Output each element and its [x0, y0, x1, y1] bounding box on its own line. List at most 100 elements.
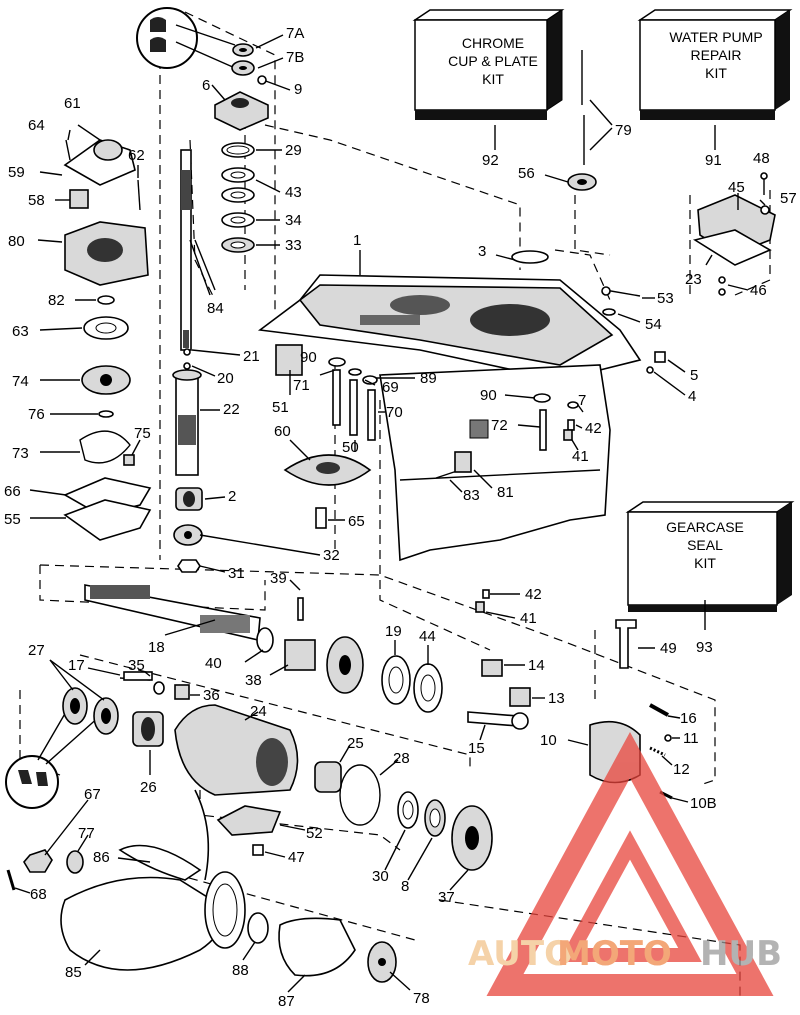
callout-61: 61	[64, 95, 81, 112]
callout-76: 76	[28, 406, 45, 423]
callout-63: 63	[12, 323, 29, 340]
washer-54	[602, 308, 616, 316]
callout-77: 77	[78, 825, 95, 842]
callout-82: 82	[48, 292, 65, 309]
callout-49: 49	[660, 640, 677, 657]
anode-51	[275, 344, 303, 376]
callout-75: 75	[134, 425, 151, 442]
watermark-auto: AUTO	[468, 934, 573, 974]
callout-35: 35	[128, 657, 145, 674]
pin-39	[297, 597, 304, 621]
callout-10b: 10B	[690, 795, 717, 812]
screw-41b	[475, 601, 485, 613]
clutch-dog-38	[284, 639, 316, 671]
callout-42b: 42	[525, 586, 542, 603]
bolt-53	[601, 286, 641, 297]
callout-37: 37	[438, 889, 455, 906]
bearing-housing-6	[214, 91, 269, 131]
callout-7b: 7B	[286, 49, 304, 66]
callout-7a: 7A	[286, 25, 304, 42]
callout-5: 5	[690, 367, 698, 384]
callout-10: 10	[540, 732, 557, 749]
callout-28: 28	[393, 750, 410, 767]
seal-inset-top	[136, 7, 236, 69]
o-ring-76	[98, 410, 114, 418]
callout-15: 15	[468, 740, 485, 757]
washer-44	[413, 663, 443, 713]
chrome-kit-line3: KIT	[482, 71, 504, 87]
bolt-35	[123, 671, 153, 681]
washer-77	[66, 850, 84, 874]
screw-42b	[482, 589, 490, 599]
detent-14	[481, 659, 503, 677]
callout-59: 59	[8, 164, 25, 181]
propshaft-18	[84, 584, 261, 641]
callout-11: 11	[683, 730, 699, 747]
callout-87: 87	[278, 993, 295, 1010]
callout-70: 70	[386, 404, 403, 421]
studs-79	[581, 50, 585, 165]
bearing-33	[221, 237, 255, 253]
gearcase-seal-kit-box: GEARCASE SEAL KIT	[625, 501, 795, 612]
washer-7	[567, 401, 579, 409]
callout-16: 16	[680, 710, 697, 727]
callout-48: 48	[753, 150, 770, 167]
callout-90a: 90	[300, 349, 317, 366]
callout-92: 92	[482, 152, 499, 169]
callout-36: 36	[203, 687, 220, 704]
callout-72: 72	[491, 417, 508, 434]
washer-57	[760, 205, 770, 215]
thrust-bearing-8	[424, 799, 446, 837]
propeller-85	[60, 789, 224, 971]
callout-20: 20	[217, 370, 234, 387]
callout-27: 27	[28, 642, 45, 659]
pump-cover-61	[63, 139, 136, 186]
callout-46: 46	[750, 282, 767, 299]
screw-48	[760, 172, 768, 195]
callout-64: 64	[28, 117, 45, 134]
callout-31: 31	[228, 565, 245, 582]
callout-29: 29	[285, 142, 302, 159]
screw-42a	[567, 419, 575, 431]
callout-32: 32	[323, 547, 340, 564]
callout-90b: 90	[480, 387, 497, 404]
propeller-hub-86	[204, 871, 246, 949]
seal-inset-bottom	[5, 704, 101, 809]
callout-47: 47	[288, 849, 305, 866]
callout-2: 2	[228, 488, 236, 505]
screw-62	[137, 179, 141, 211]
spacer-88	[247, 912, 269, 944]
callout-18: 18	[148, 639, 165, 656]
bearing-56	[567, 173, 597, 191]
callout-26: 26	[140, 779, 157, 796]
callout-22: 22	[223, 401, 240, 418]
screw-4	[646, 366, 654, 374]
callout-numbers: 7A 7B 9 6 29 43 34 33 84 21 20 22 2 32 3…	[4, 25, 797, 1010]
callout-69: 69	[382, 379, 399, 396]
callout-13: 13	[548, 690, 565, 707]
key-75	[123, 454, 135, 466]
bolt-72	[539, 409, 547, 451]
bearing-7b	[231, 60, 255, 76]
callout-56: 56	[518, 165, 535, 182]
screw-9	[257, 75, 291, 91]
thrust-washer-40	[256, 627, 274, 653]
callout-21: 21	[243, 348, 260, 365]
callout-81: 81	[497, 484, 514, 501]
bearing-25	[314, 761, 342, 793]
reverse-gear-37	[451, 805, 493, 871]
washer-89	[362, 375, 378, 385]
washers-90	[328, 357, 551, 403]
water-pump-kit-line2: REPAIR	[690, 47, 741, 63]
shim-30	[397, 791, 419, 829]
callout-39: 39	[270, 570, 287, 587]
impeller-74	[81, 365, 131, 395]
pin-21	[183, 348, 191, 356]
pin-68	[6, 869, 16, 891]
callout-73: 73	[12, 445, 29, 462]
driveshaft-84	[180, 149, 192, 351]
callout-43: 43	[285, 184, 302, 201]
bolt-71	[332, 369, 341, 426]
washer-35b	[153, 681, 165, 695]
pin-20	[183, 362, 191, 370]
